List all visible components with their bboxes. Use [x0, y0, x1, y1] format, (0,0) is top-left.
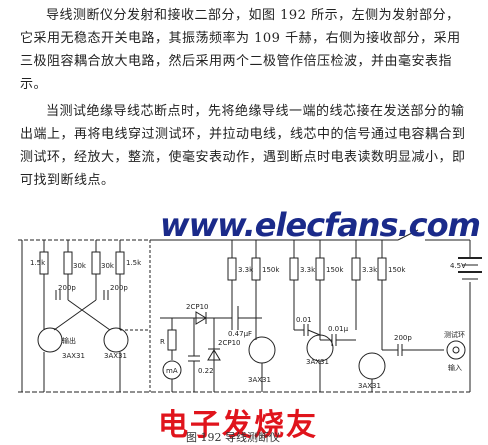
label-c4: 0.22: [198, 367, 214, 375]
label-r5: 3.3k: [238, 266, 254, 274]
label-r8: 150k: [326, 266, 344, 274]
label-r6: 150k: [262, 266, 280, 274]
label-t4: 3AX31: [306, 358, 329, 366]
label-r9: 3.3k: [362, 266, 378, 274]
label-input: 输入: [448, 363, 462, 372]
label-t5: 3AX31: [358, 382, 381, 390]
label-r1: 1.5k: [30, 259, 46, 267]
label-c6: 0.01μ: [328, 325, 349, 333]
label-cp1: 2CP10: [186, 303, 208, 311]
label-ma: mA: [166, 367, 178, 375]
label-r2: 30k: [73, 262, 87, 270]
label-c2: 200p: [110, 284, 128, 292]
paragraph-usage: 当测试绝缘导线芯断点时，先将绝缘导线一端的线芯接在发送部分的输出端上，再将电线穿…: [20, 104, 466, 188]
label-c3: 0.47μF: [228, 330, 252, 338]
label-r3: 30k: [101, 262, 115, 270]
label-r7: 3.3k: [300, 266, 316, 274]
label-t1: 3AX31: [62, 352, 85, 360]
label-r10: 150k: [388, 266, 406, 274]
label-probe: 测试环: [444, 330, 465, 339]
label-c1: 200p: [58, 284, 76, 292]
label-t3: 3AX31: [248, 376, 271, 384]
label-cp2: 2CP10: [218, 339, 240, 347]
label-output: 输出: [62, 336, 76, 345]
watermark-url: www.elecfans.com: [160, 206, 481, 244]
paragraph-intro: 导线测断仪分发射和接收二部分，如图 192 所示，左侧为发射部分，它采用无稳态开…: [20, 8, 461, 92]
label-battery: 4.5V: [450, 262, 466, 270]
label-switch: S: [412, 220, 417, 228]
site-logo: 电子发烧友: [158, 408, 318, 443]
label-c7: 200p: [394, 334, 412, 342]
label-c5: 0.01: [296, 316, 312, 324]
figure-caption: 图 192 导线测断仪: [186, 431, 280, 444]
label-r4: 1.5k: [126, 259, 142, 267]
label-t2: 3AX31: [104, 352, 127, 360]
label-r: R: [160, 338, 165, 346]
